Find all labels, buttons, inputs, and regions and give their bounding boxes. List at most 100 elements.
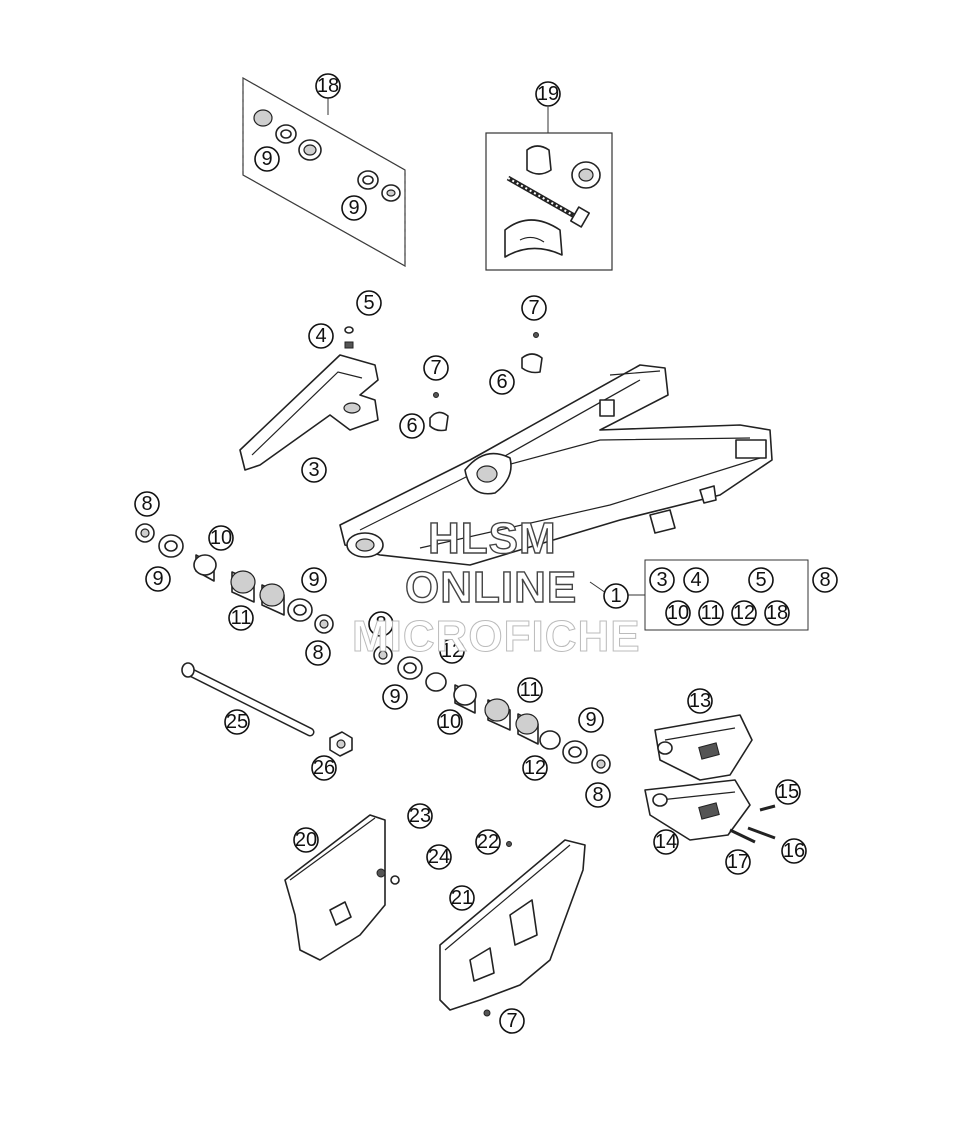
svg-text:8: 8 — [312, 642, 323, 664]
callout: 11 — [517, 677, 543, 703]
callout: 5 — [356, 290, 382, 316]
callout: 12 — [731, 600, 757, 626]
callout: 16 — [781, 838, 807, 864]
callout: 8 — [812, 567, 838, 593]
bushing-kit-19-panel — [485, 132, 613, 271]
callout: 24 — [426, 844, 452, 870]
svg-text:12: 12 — [441, 640, 463, 662]
svg-text:8: 8 — [375, 613, 386, 635]
svg-text:6: 6 — [496, 371, 507, 393]
callout: 1 — [603, 583, 629, 609]
callout: 3 — [649, 567, 675, 593]
callout: 7 — [499, 1008, 525, 1034]
callout: 18 — [764, 600, 790, 626]
callout: 15 — [775, 779, 801, 805]
svg-text:9: 9 — [585, 709, 596, 731]
callout: 7 — [423, 355, 449, 381]
chain-guard-20 — [284, 814, 400, 961]
callout: 12 — [522, 755, 548, 781]
callout-labels: 18 9 9 19 5 4 7 7 6 6 3 8 10 9 9 11 8 8 … — [134, 73, 838, 1034]
callout: 23 — [407, 803, 433, 829]
svg-text:19: 19 — [537, 83, 559, 105]
svg-text:10: 10 — [210, 527, 232, 549]
svg-text:8: 8 — [592, 784, 603, 806]
svg-text:5: 5 — [755, 569, 766, 591]
callout: 8 — [134, 491, 160, 517]
svg-text:15: 15 — [777, 781, 799, 803]
pivot-axle-25 — [181, 662, 353, 757]
svg-text:10: 10 — [667, 602, 689, 624]
svg-text:7: 7 — [528, 297, 539, 319]
callout: 14 — [653, 829, 679, 855]
callout: 6 — [489, 369, 515, 395]
svg-text:9: 9 — [389, 686, 400, 708]
svg-text:11: 11 — [701, 602, 722, 624]
svg-text:26: 26 — [313, 757, 335, 779]
svg-text:18: 18 — [317, 75, 339, 97]
callout: 19 — [535, 81, 561, 107]
svg-text:1: 1 — [610, 585, 621, 607]
svg-text:11: 11 — [231, 607, 252, 629]
svg-text:17: 17 — [727, 851, 749, 873]
svg-text:9: 9 — [348, 197, 359, 219]
callout: 12 — [439, 638, 465, 664]
watermark-line-2: ONLINE — [404, 562, 578, 612]
svg-text:12: 12 — [524, 757, 546, 779]
callout: 9 — [578, 707, 604, 733]
svg-text:4: 4 — [315, 325, 326, 347]
leader-lines — [327, 97, 809, 631]
svg-text:7: 7 — [430, 357, 441, 379]
chain-slider-3 — [239, 326, 379, 471]
callout: 8 — [368, 611, 394, 637]
svg-text:9: 9 — [308, 569, 319, 591]
callout: 3 — [301, 457, 327, 483]
svg-text:3: 3 — [656, 569, 667, 591]
svg-text:24: 24 — [428, 846, 450, 868]
svg-text:9: 9 — [152, 568, 163, 590]
svg-text:3: 3 — [308, 459, 319, 481]
svg-text:11: 11 — [520, 679, 541, 701]
callout: 10 — [437, 709, 463, 735]
svg-text:9: 9 — [261, 148, 272, 170]
svg-text:10: 10 — [439, 711, 461, 733]
chain-guard-21 — [439, 839, 586, 1017]
svg-text:16: 16 — [783, 840, 805, 862]
svg-text:14: 14 — [655, 831, 677, 853]
callout: 9 — [341, 195, 367, 221]
callout: 20 — [293, 827, 319, 853]
left-bearing-stack — [135, 523, 334, 634]
svg-text:23: 23 — [409, 805, 431, 827]
svg-text:4: 4 — [690, 569, 701, 591]
callout: 11 — [698, 600, 724, 626]
callout: 26 — [311, 755, 337, 781]
svg-text:13: 13 — [689, 690, 711, 712]
clip-screws — [429, 332, 543, 432]
svg-text:20: 20 — [295, 829, 317, 851]
swingarm-1 — [339, 364, 773, 566]
watermark-line-3: MICROFICHE — [352, 612, 641, 662]
svg-text:5: 5 — [363, 292, 374, 314]
svg-text:22: 22 — [477, 831, 499, 853]
bearing-kit-18-panel — [242, 76, 406, 268]
svg-text:6: 6 — [406, 415, 417, 437]
callout: 6 — [399, 413, 425, 439]
callout: 4 — [683, 567, 709, 593]
callout: 21 — [449, 885, 475, 911]
svg-text:7: 7 — [506, 1010, 517, 1032]
callout: 13 — [687, 688, 713, 714]
callout: 7 — [521, 295, 547, 321]
watermark-line-1: HLSM — [427, 513, 557, 563]
callout: 9 — [301, 567, 327, 593]
callout: 10 — [208, 525, 234, 551]
callout: 10 — [665, 600, 691, 626]
callout: 8 — [585, 782, 611, 808]
svg-text:8: 8 — [819, 569, 830, 591]
svg-text:12: 12 — [733, 602, 755, 624]
svg-text:18: 18 — [766, 602, 788, 624]
callout: 9 — [254, 146, 280, 172]
svg-text:25: 25 — [226, 711, 248, 733]
callout: 5 — [748, 567, 774, 593]
svg-text:21: 21 — [451, 887, 473, 909]
callout: 17 — [725, 849, 751, 875]
